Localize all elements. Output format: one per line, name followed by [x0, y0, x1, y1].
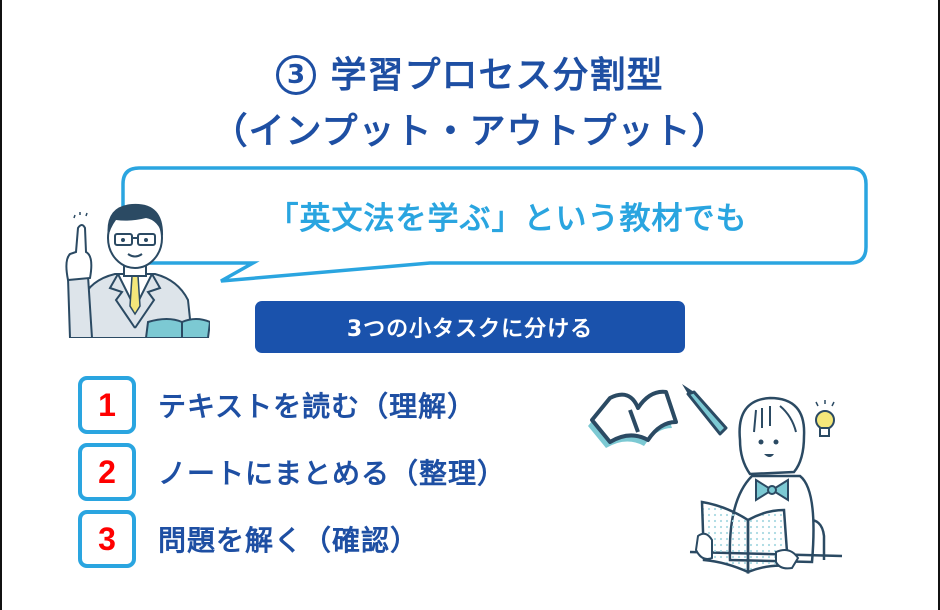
step-label: ノートにまとめる（整理） [158, 457, 507, 490]
circled-number: 3 [276, 55, 317, 95]
banner-text: 3つの小タスクに分ける [346, 317, 594, 342]
frame-border-left [0, 0, 2, 610]
teacher-illustration [65, 203, 210, 338]
banner-label: 3つの小タスクに分ける [255, 301, 685, 353]
speech-bubble-text: 「英文法を学ぶ」という教材でも [267, 201, 748, 237]
step-item: 1 テキストを読む（理解） [78, 376, 506, 434]
step-number-badge: 2 [78, 443, 136, 501]
page-title: 3 学習プロセス分割型 （インプット・アウトプット） [0, 48, 940, 160]
title-line-2: （インプット・アウトプット） [211, 111, 729, 152]
frame-border-right [938, 0, 940, 610]
step-item: 2 ノートにまとめる（整理） [78, 443, 506, 501]
step-number-badge: 3 [78, 510, 136, 568]
step-number-badge: 1 [78, 376, 136, 434]
title-line-1: 学習プロセス分割型 [330, 55, 664, 96]
lightbulb-icon [815, 400, 835, 437]
step-label: テキストを読む（理解） [158, 390, 477, 423]
step-item: 3 問題を解く（確認） [78, 510, 506, 568]
step-label: 問題を解く（確認） [158, 524, 420, 557]
pencil-icon [682, 384, 728, 436]
student-illustration [588, 384, 843, 574]
open-book-icon [588, 389, 678, 448]
step-list: 1 テキストを読む（理解） 2 ノートにまとめる（整理） 3 問題を解く（確認） [78, 376, 506, 577]
